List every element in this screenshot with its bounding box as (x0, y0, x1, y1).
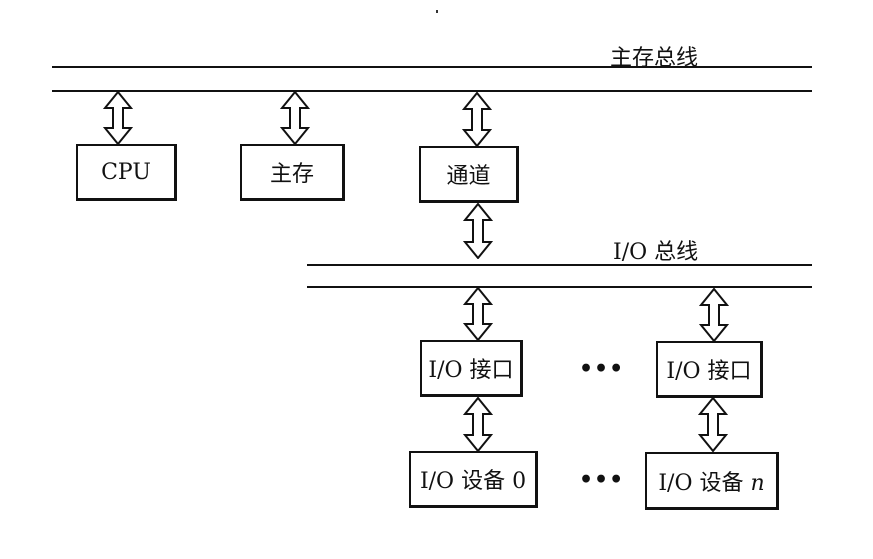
io-device-n-box: I/O 设备 n (645, 452, 779, 510)
ellipsis-devices: ••• (579, 467, 625, 493)
channel-box: 通道 (419, 146, 519, 203)
bidirectional-arrow-icon (698, 397, 728, 452)
main-memory-label: 主存 (269, 162, 314, 187)
bidirectional-arrow-icon (103, 91, 133, 145)
bidirectional-arrow-icon (463, 397, 493, 452)
bidirectional-arrow-icon (463, 203, 493, 259)
io-bus-line-top (307, 264, 812, 266)
io-bus-line-bottom (307, 286, 812, 288)
io-device-0-box: I/O 设备 0 (409, 451, 538, 508)
io-device-0-label: I/O 设备 0 (419, 469, 527, 494)
io-device-n-index: n (750, 470, 765, 496)
ellipsis-interfaces: ••• (579, 356, 625, 382)
main-memory-box: 主存 (240, 144, 345, 201)
main-bus-line-bottom (52, 90, 812, 92)
io-device-n-prefix: I/O 设备 (658, 470, 751, 496)
cpu-label: CPU (101, 159, 151, 185)
channel-label: 通道 (446, 164, 491, 189)
scan-speck (436, 10, 438, 13)
io-device-n-label: I/O 设备 n (658, 465, 764, 497)
cpu-box: CPU (76, 144, 177, 201)
io-bus-label: I/O 总线 (613, 240, 699, 265)
bidirectional-arrow-icon (699, 288, 729, 342)
io-interface-0-label: I/O 接口 (428, 358, 514, 383)
bidirectional-arrow-icon (463, 287, 493, 341)
io-interface-n-box: I/O 接口 (656, 341, 763, 398)
bidirectional-arrow-icon (280, 91, 310, 145)
io-interface-n-label: I/O 接口 (666, 359, 752, 384)
main-bus-line-top (52, 66, 812, 68)
io-interface-0-box: I/O 接口 (420, 340, 523, 397)
bidirectional-arrow-icon (462, 92, 492, 147)
